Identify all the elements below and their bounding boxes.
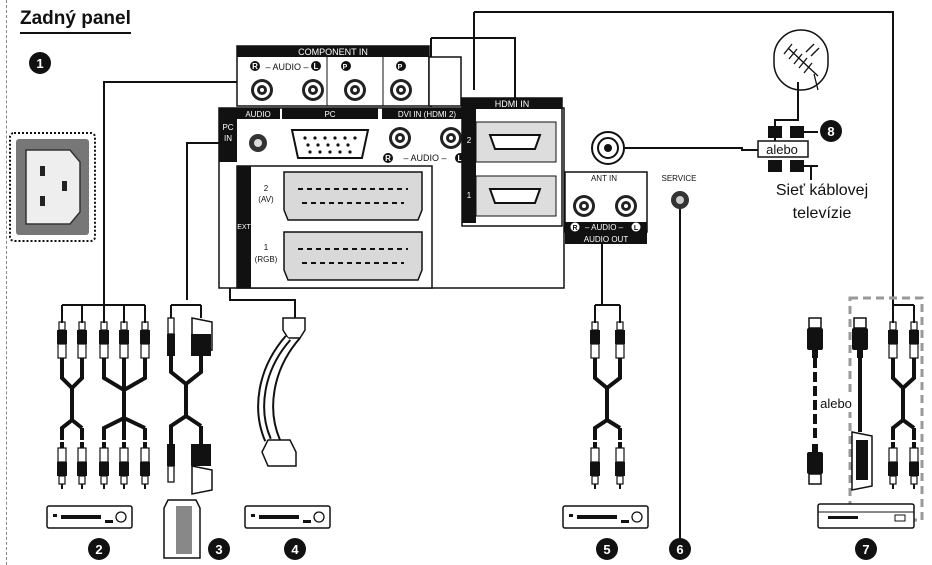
ext-1-label: 1 xyxy=(264,243,269,252)
pr-badge: P xyxy=(398,64,403,71)
pc-cable-group: 3 xyxy=(163,304,230,560)
callout-number-7: 7 xyxy=(862,542,869,557)
callout-number-3: 3 xyxy=(215,542,222,557)
antenna-group: alebo 8 Sieť káblovej televízie xyxy=(757,29,868,222)
cable-network-line2: televízie xyxy=(793,205,852,222)
dvi-audio-l-jack xyxy=(440,127,462,149)
hdmi-cable-group: alebo 7 xyxy=(806,296,924,560)
component-audio-label: – AUDIO – xyxy=(265,62,308,72)
ext-2-av-label: (AV) xyxy=(258,195,274,204)
audio-out-l-badge: L xyxy=(634,225,639,232)
dvi-in-label: DVI IN (HDMI 2) xyxy=(398,110,457,119)
pb-badge: P xyxy=(343,64,348,71)
cable-network-line1: Sieť káblovej xyxy=(776,182,868,199)
callout-number-8: 8 xyxy=(827,124,834,139)
audio-out-r-jack xyxy=(573,195,595,217)
scart-cable-group: 4 xyxy=(244,317,331,560)
callout-number-4: 4 xyxy=(291,542,299,557)
hdmi-in-label: HDMI IN xyxy=(495,99,530,109)
page-margin-line xyxy=(6,0,7,565)
service-callout: 6 xyxy=(669,538,691,560)
component-r-badge: R xyxy=(252,62,258,71)
component-l-badge: L xyxy=(314,62,319,71)
component-pr-jack xyxy=(390,79,412,101)
audio-out-label: AUDIO OUT xyxy=(584,235,629,244)
pc-label: PC xyxy=(324,110,335,119)
callout-number-1: 1 xyxy=(36,56,43,71)
connection-lines xyxy=(103,11,894,540)
dvi-audio-label: – AUDIO – xyxy=(403,153,446,163)
ext-label: EXT xyxy=(237,224,251,231)
hdmi-2-label: 2 xyxy=(467,136,472,145)
page-title: Zadný panel xyxy=(20,8,131,34)
antenna-alebo-label: alebo xyxy=(766,142,798,157)
callout-number-2: 2 xyxy=(95,542,102,557)
ext-2-label: 2 xyxy=(264,184,269,193)
hdmi-1-label: 1 xyxy=(467,191,472,200)
audio-out-l-jack xyxy=(615,195,637,217)
component-cable-group: 2 xyxy=(46,304,151,560)
component-audio-l-jack xyxy=(302,79,324,101)
audio-out-r-badge: R xyxy=(572,225,577,232)
dvi-r-badge: R xyxy=(385,154,391,163)
pc-in-label-bottom: IN xyxy=(224,134,232,143)
service-label: SERVICE xyxy=(662,174,697,183)
component-in-label: COMPONENT IN xyxy=(298,47,368,57)
audio-out-cable-group: 5 xyxy=(562,304,649,560)
ext-1-rgb-label: (RGB) xyxy=(255,255,278,264)
audio-out-audio-label: – AUDIO – xyxy=(585,223,624,232)
ant-in-label: ANT IN xyxy=(591,174,617,183)
component-audio-r-jack xyxy=(251,79,273,101)
dvi-l-badge: L xyxy=(458,154,463,163)
component-pb-jack xyxy=(344,79,366,101)
pc-in-label-top: PC xyxy=(222,123,233,132)
callout-number-6: 6 xyxy=(676,542,683,557)
back-panel: COMPONENT IN R – AUDIO – L P P Y PC IN A… xyxy=(218,45,697,289)
callout-number-5: 5 xyxy=(603,542,610,557)
hdmi-alebo-label: alebo xyxy=(820,396,852,411)
power-socket-group: 1 xyxy=(9,52,96,242)
pc-audio-label: AUDIO xyxy=(245,110,270,119)
dvi-audio-r-jack xyxy=(389,127,411,149)
